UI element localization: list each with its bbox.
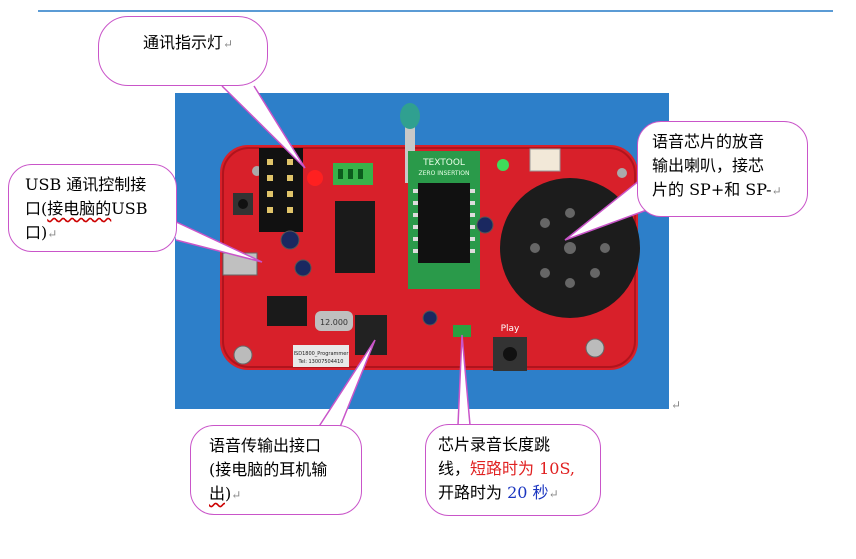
callout-record-length-jumper: 芯片录音长度跳 线，短路时为 10S, 开路时为 20 秒↵ [425, 424, 601, 516]
svg-text:12.000: 12.000 [320, 318, 348, 327]
svg-text:TEXTOOL: TEXTOOL [422, 158, 465, 168]
callout-line: (接电脑的耳机输 [209, 460, 328, 479]
mini-usb-port [222, 252, 258, 276]
mount-post [233, 345, 253, 365]
svg-text:ZERO INSERTION: ZERO INSERTION [419, 170, 470, 177]
crystal [315, 311, 353, 331]
zif-lever [405, 108, 415, 183]
controller-ic [335, 201, 375, 273]
mount-post [585, 338, 605, 358]
status-led [307, 170, 323, 186]
jumper [453, 325, 471, 337]
svg-text:Tel: 13007504410: Tel: 13007504410 [298, 359, 344, 365]
board-photo: TEXTOOL ZERO INSERTION 12.000 [175, 93, 669, 409]
voice-chip [418, 183, 470, 263]
callout-line: 出)↵ [209, 484, 242, 503]
svg-text:Play: Play [501, 324, 520, 334]
callout-text: 通讯指示灯 [143, 33, 224, 52]
callout-line: USB 通讯控制接 [25, 175, 147, 194]
paragraph-mark: ↵ [671, 398, 682, 412]
idc-header [259, 148, 303, 232]
audio-jack [355, 315, 387, 355]
callout-line: 语音传输出接口 [209, 436, 322, 455]
callout-line: 口(接电脑的USB [25, 199, 148, 218]
svg-text:ISD1800_Programmer: ISD1800_Programmer [294, 351, 350, 357]
callout-line: 语音芯片的放音 [652, 132, 765, 151]
callout-led-indicators: 通讯指示灯↵ [98, 16, 268, 86]
pcb-illustration: TEXTOOL ZERO INSERTION 12.000 [220, 103, 640, 371]
callout-line: 片的 SP+和 SP-↵ [652, 180, 782, 199]
callout-speaker-output: 语音芯片的放音 输出喇叭，接芯 片的 SP+和 SP-↵ [637, 121, 808, 217]
callout-line: 芯片录音长度跳 [438, 435, 551, 454]
callout-usb-port: USB 通讯控制接 口(接电脑的USB 口)↵ [8, 164, 177, 252]
callout-line: 输出喇叭，接芯 [652, 156, 765, 175]
callout-line: 开路时为 20 秒↵ [438, 483, 559, 502]
callout-line: 线，短路时为 10S, [438, 459, 575, 478]
callout-audio-output: 语音传输出接口 (接电脑的耳机输 出)↵ [190, 425, 362, 515]
callout-line: 口)↵ [25, 223, 58, 242]
top-divider [38, 10, 833, 12]
